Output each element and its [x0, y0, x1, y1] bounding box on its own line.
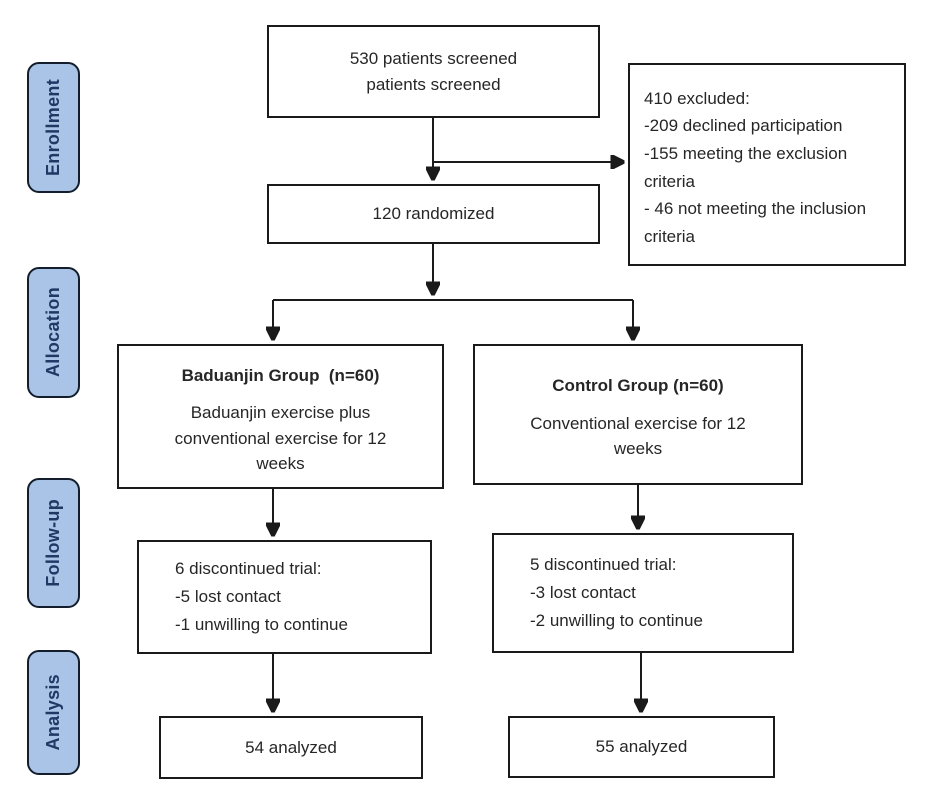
- baduanjin-group-title: Baduanjin Group (n=60): [181, 365, 380, 385]
- stage-badge-analysis: Analysis: [27, 650, 80, 775]
- followup-left-item: -5 lost contact: [175, 586, 281, 606]
- followup-left-item: -1 unwilling to continue: [175, 615, 348, 635]
- excluded-box: 410 excluded: -209 declined participatio…: [628, 63, 906, 266]
- analyzed-right-box: 55 analyzed: [508, 716, 775, 778]
- randomized-box: 120 randomized: [267, 184, 600, 244]
- followup-right-item: -2 unwilling to continue: [530, 611, 703, 631]
- followup-right-item: -3 lost contact: [530, 582, 636, 602]
- baduanjin-group-box: Baduanjin Group (n=60) Baduanjin exercis…: [117, 344, 444, 489]
- followup-left-box: 6 discontinued trial: -5 lost contact -1…: [137, 540, 432, 654]
- followup-right-title: 5 discontinued trial:: [530, 554, 677, 574]
- stage-label-followup: Follow-up: [43, 499, 63, 587]
- followup-left-title: 6 discontinued trial:: [175, 558, 322, 578]
- excluded-item: - 46 not meeting the inclusion criteria: [644, 199, 867, 246]
- control-group-box: Control Group (n=60) Conventional exerci…: [473, 344, 803, 485]
- excluded-item: -209 declined participation: [644, 116, 843, 136]
- stage-badge-allocation: Allocation: [27, 267, 80, 398]
- screened-box: 530 patients screened patients screened: [267, 25, 600, 118]
- screened-line1: 530 patients screened: [349, 49, 518, 68]
- stage-label-allocation: Allocation: [43, 287, 63, 378]
- followup-right-box: 5 discontinued trial: -3 lost contact -2…: [492, 533, 794, 653]
- screened-line2: patients screened: [366, 74, 501, 94]
- baduanjin-group-body: Baduanjin exercise plus conventional exe…: [174, 403, 387, 473]
- analyzed-right-label: 55 analyzed: [595, 737, 688, 757]
- control-group-body: Conventional exercise for 12 weeks: [530, 413, 746, 459]
- stage-badge-enrollment: Enrollment: [27, 62, 80, 193]
- randomized-label: 120 randomized: [372, 204, 495, 224]
- excluded-title: 410 excluded:: [644, 88, 750, 108]
- stage-badge-followup: Follow-up: [27, 478, 80, 608]
- stage-label-analysis: Analysis: [43, 674, 63, 751]
- analyzed-left-label: 54 analyzed: [245, 737, 337, 757]
- excluded-item: -155 meeting the exclusion criteria: [644, 143, 848, 191]
- control-group-title: Control Group (n=60): [552, 376, 724, 396]
- analyzed-left-box: 54 analyzed: [159, 716, 423, 779]
- stage-label-enrollment: Enrollment: [43, 78, 63, 176]
